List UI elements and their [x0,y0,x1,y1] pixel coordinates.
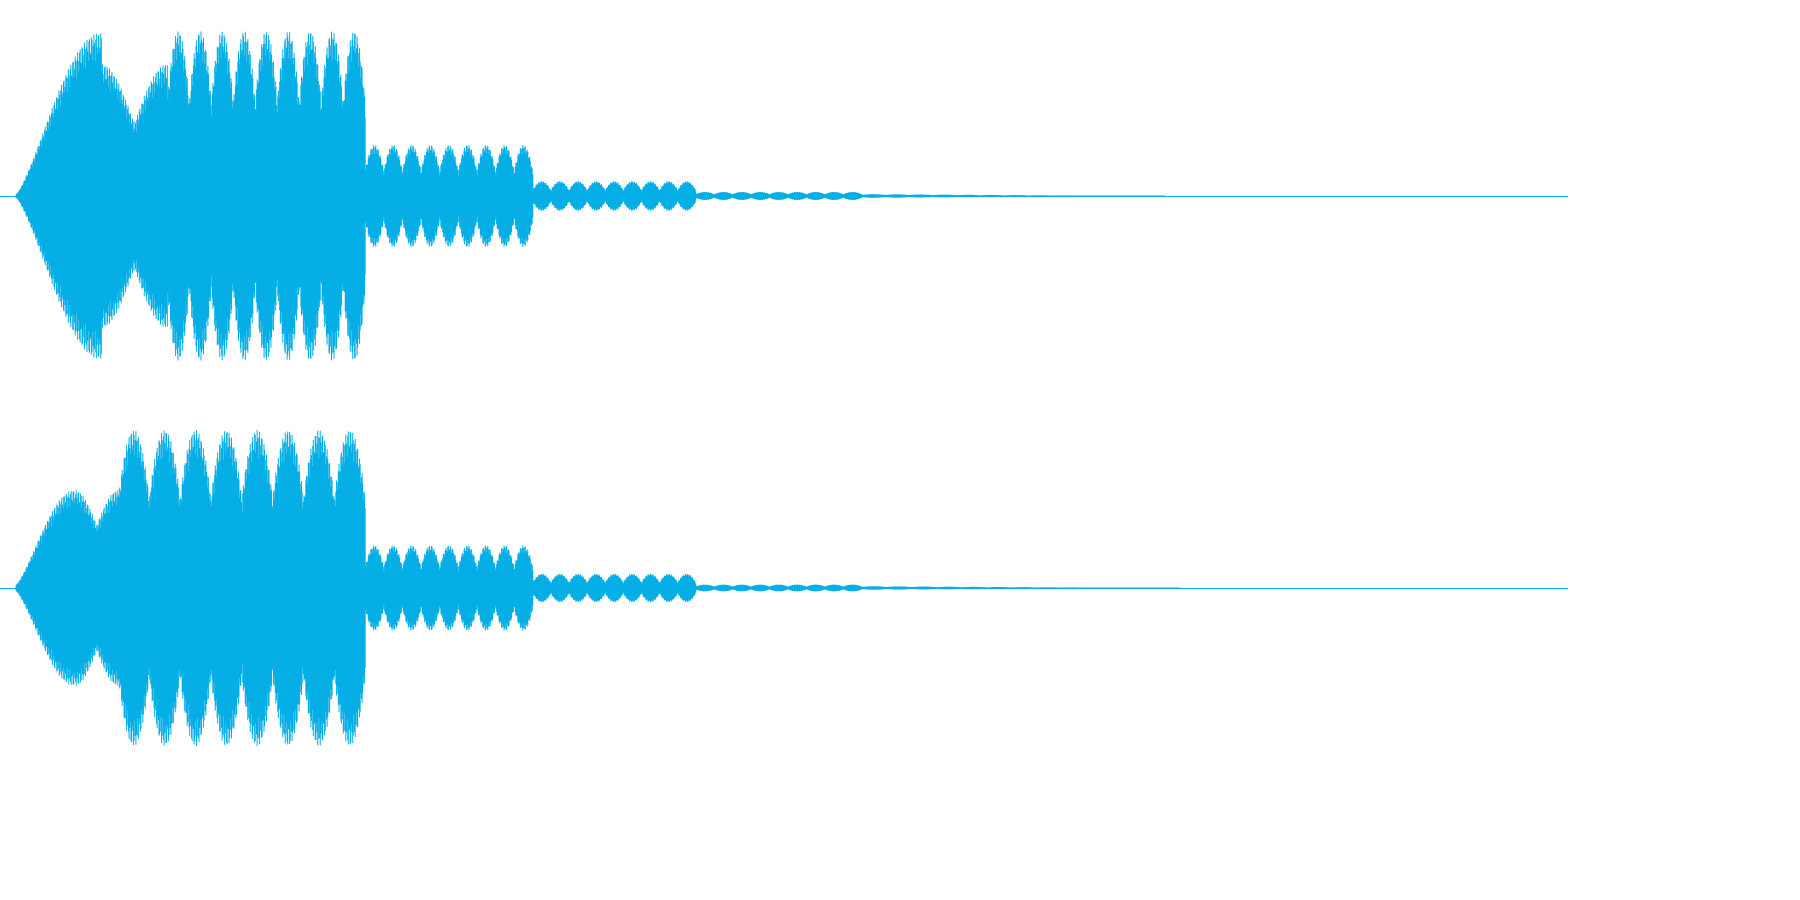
waveform-channel-1 [0,31,1568,361]
waveform-canvas [0,31,1568,746]
audio-waveform-view [0,31,1568,746]
waveform-channel-2 [0,430,1568,746]
channel-1-waveform [15,31,1165,361]
channel-2-waveform [15,430,1181,746]
